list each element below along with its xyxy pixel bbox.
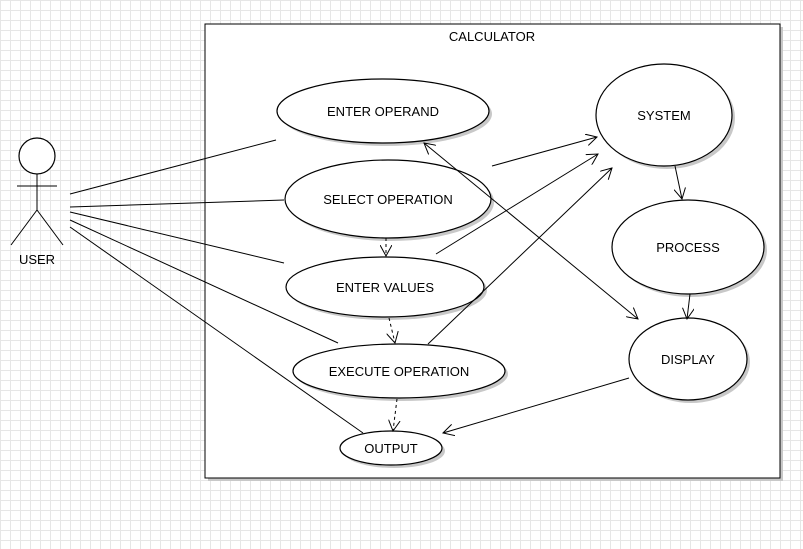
use-case-label: ENTER OPERAND (327, 104, 439, 119)
assoc-user-output (69, 226, 364, 434)
actor-right-leg (36, 209, 64, 246)
use-case-process[interactable]: PROCESS (611, 199, 767, 297)
use-case-enter-values[interactable]: ENTER VALUES (285, 256, 487, 320)
use-case-label: DISPLAY (661, 352, 715, 367)
assoc-user-select-operation (69, 199, 285, 208)
assoc-user-enter-values (69, 211, 285, 264)
include-arrows (386, 238, 397, 431)
flow-display-to-output (443, 377, 630, 433)
use-case-label: EXECUTE OPERATION (329, 364, 470, 379)
actor-left-leg (10, 209, 38, 246)
use-case-label: ENTER VALUES (336, 280, 434, 295)
actor-user[interactable]: USER (10, 137, 64, 267)
use-case-label: SYSTEM (637, 108, 690, 123)
use-case-label: OUTPUT (364, 441, 418, 456)
include-values-to-execute (389, 317, 395, 343)
include-execute-to-output (393, 398, 397, 431)
use-case-execute-operation[interactable]: EXECUTE OPERATION (292, 343, 508, 401)
assoc-user-execute-operation (69, 219, 339, 344)
actor-head (18, 137, 56, 175)
actor-label: USER (19, 252, 55, 267)
use-case-display[interactable]: DISPLAY (628, 317, 750, 403)
use-case-label: PROCESS (656, 240, 720, 255)
system-boundary-title: CALCULATOR (449, 29, 535, 44)
use-case-label: SELECT OPERATION (323, 192, 453, 207)
flow-process-to-display (687, 293, 690, 319)
flow-arrows (424, 137, 690, 433)
use-case-select-operation[interactable]: SELECT OPERATION (284, 159, 494, 241)
flow-system-to-process (675, 165, 682, 199)
flow-operand-display-bidirectional (424, 143, 638, 319)
actor-associations (69, 139, 364, 434)
assoc-user-enter-operand (69, 139, 277, 195)
use-case-enter-operand[interactable]: ENTER OPERAND (276, 78, 492, 146)
